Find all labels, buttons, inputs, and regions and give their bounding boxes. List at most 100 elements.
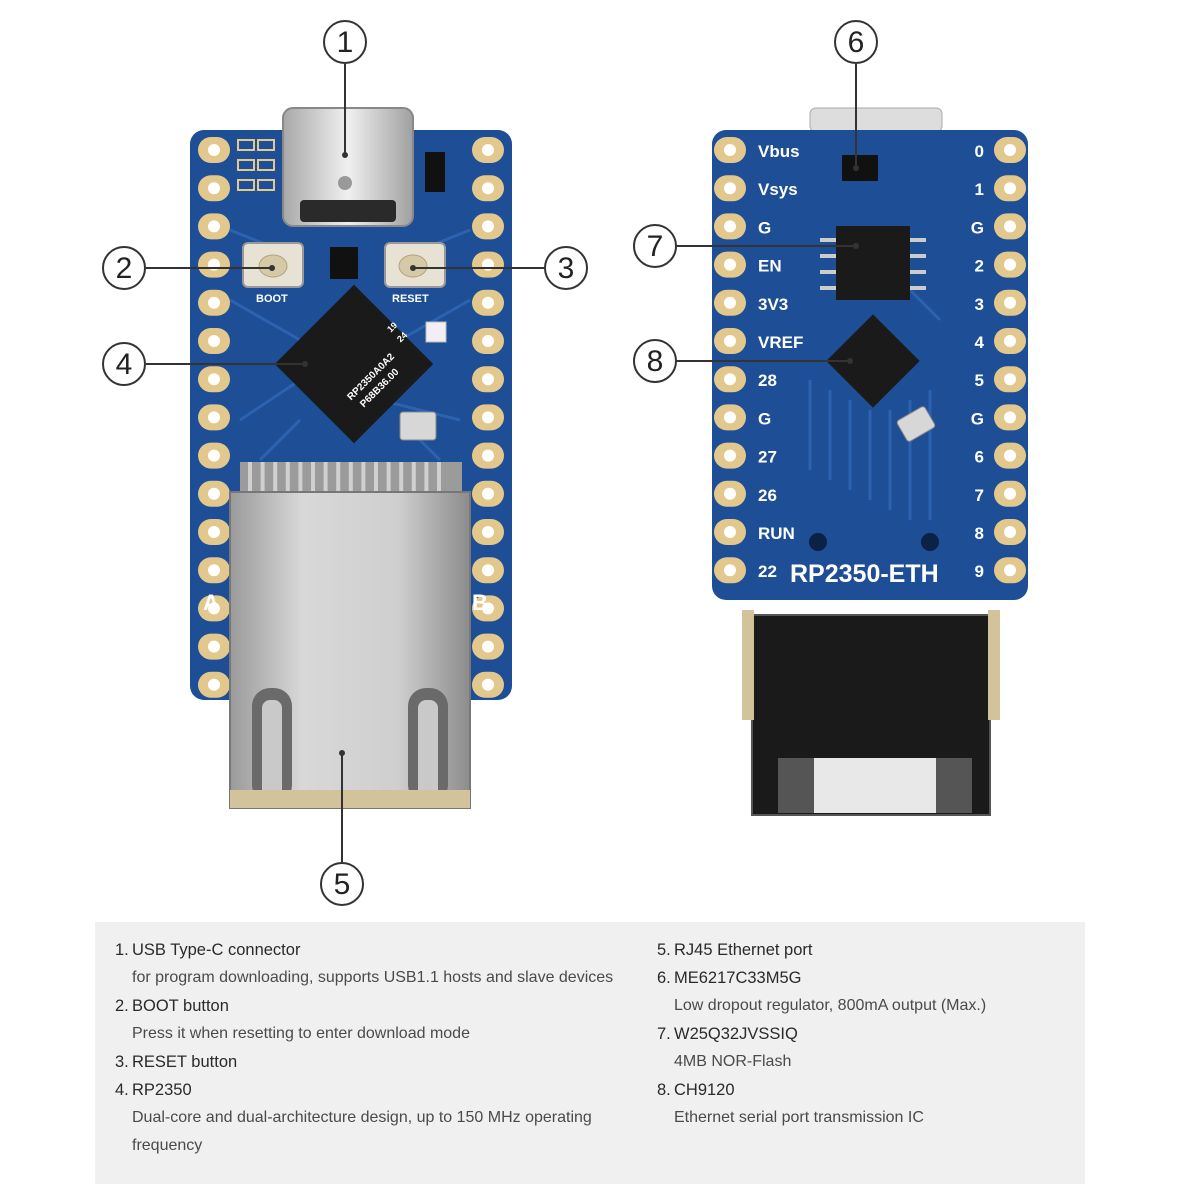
back-usb-shadow bbox=[809, 107, 943, 133]
pad-hole bbox=[208, 640, 220, 653]
legend-title: RP2350 bbox=[132, 1081, 192, 1099]
callout-1: 1 bbox=[337, 26, 354, 59]
pad-hole bbox=[208, 296, 220, 309]
pad-hole bbox=[724, 182, 736, 195]
pin-label: G bbox=[758, 218, 771, 237]
pad-hole bbox=[724, 296, 736, 309]
pin-label: 3 bbox=[975, 295, 984, 314]
callout-2: 2 bbox=[116, 252, 133, 285]
legend-item-8: 8.CH9120 Ethernet serial port transmissi… bbox=[657, 1076, 1077, 1132]
usb-c-connector bbox=[282, 107, 414, 227]
pin-label: 3V3 bbox=[758, 295, 788, 314]
legend-num: 3. bbox=[115, 1053, 129, 1071]
legend-desc: for program downloading, supports USB1.1… bbox=[132, 969, 614, 986]
pad-hole bbox=[482, 678, 494, 691]
pad-hole bbox=[1004, 335, 1016, 347]
legend-num: 1. bbox=[115, 941, 129, 959]
callout-8: 8 bbox=[647, 345, 664, 378]
legend-num: 8. bbox=[657, 1081, 671, 1099]
legend-title: W25Q32JVSSIQ bbox=[674, 1025, 798, 1043]
pin-label: 6 bbox=[975, 448, 984, 467]
pad-hole bbox=[482, 373, 494, 386]
pad-hole bbox=[208, 335, 220, 347]
pad-hole bbox=[208, 602, 220, 615]
legend-title: RESET button bbox=[132, 1053, 238, 1071]
pad-hole bbox=[724, 335, 736, 347]
pad-hole bbox=[1004, 296, 1016, 309]
legend-item-1: 1.USB Type-C connector for program downl… bbox=[115, 936, 615, 992]
pad-hole bbox=[724, 487, 736, 500]
pin-label: Vbus bbox=[758, 142, 800, 161]
pad-hole bbox=[1004, 411, 1016, 424]
pin-label: 1 bbox=[975, 180, 984, 199]
pad-hole bbox=[724, 258, 736, 271]
pad-hole bbox=[1004, 526, 1016, 538]
legend-column-left: 1.USB Type-C connector for program downl… bbox=[115, 936, 615, 1160]
regulator-chip bbox=[842, 155, 878, 181]
rgb-led bbox=[425, 321, 447, 343]
front-diode bbox=[425, 152, 445, 192]
side-b-label: B bbox=[472, 590, 488, 615]
front-small-ic bbox=[330, 247, 358, 279]
callout-6: 6 bbox=[848, 26, 865, 59]
pad-hole bbox=[724, 449, 736, 462]
pad-hole bbox=[1004, 182, 1016, 195]
legend-title: BOOT button bbox=[132, 997, 229, 1015]
pad-hole bbox=[208, 182, 220, 195]
back-pads-left bbox=[714, 137, 746, 584]
pad-hole bbox=[482, 564, 494, 577]
pad-hole bbox=[1004, 373, 1016, 386]
pin-label: VREF bbox=[758, 333, 803, 352]
pad-hole bbox=[482, 220, 494, 233]
pad-hole bbox=[482, 449, 494, 462]
pad-hole bbox=[208, 564, 220, 577]
pad-hole bbox=[482, 144, 494, 156]
pad-hole bbox=[724, 564, 736, 577]
pin-label: 28 bbox=[758, 371, 777, 390]
pad-hole bbox=[208, 526, 220, 538]
legend-title: USB Type-C connector bbox=[132, 941, 301, 959]
pad-hole bbox=[724, 220, 736, 233]
pin-label: 8 bbox=[975, 524, 984, 543]
legend-title: RJ45 Ethernet port bbox=[674, 941, 813, 959]
pad-hole bbox=[208, 449, 220, 462]
legend-desc: Dual-core and dual-architecture design, … bbox=[132, 1109, 592, 1154]
pad-hole bbox=[482, 602, 494, 615]
crystal bbox=[399, 411, 437, 441]
pad-hole bbox=[208, 220, 220, 233]
legend-item-2: 2.BOOT button Press it when resetting to… bbox=[115, 992, 615, 1048]
pad-hole bbox=[724, 526, 736, 538]
callout-circles bbox=[102, 20, 878, 906]
rj45-front bbox=[229, 462, 471, 809]
pad-hole bbox=[1004, 258, 1016, 271]
rj45-back bbox=[742, 610, 1000, 816]
ch9120-chip bbox=[826, 314, 920, 408]
callout-dots bbox=[269, 152, 859, 756]
legend-item-5: 5.RJ45 Ethernet port bbox=[657, 936, 1077, 964]
pad-hole bbox=[482, 296, 494, 309]
pin-label: 26 bbox=[758, 486, 777, 505]
callout-3: 3 bbox=[558, 252, 575, 285]
pad-hole bbox=[1004, 220, 1016, 233]
board-name: RP2350-ETH bbox=[790, 560, 939, 588]
legend-num: 7. bbox=[657, 1025, 671, 1043]
pad-hole bbox=[482, 526, 494, 538]
boot-button bbox=[242, 242, 304, 288]
pin-label: 22 bbox=[758, 562, 777, 581]
legend-item-6: 6.ME6217C33M5G Low dropout regulator, 80… bbox=[657, 964, 1077, 1020]
back-traces bbox=[808, 278, 942, 520]
legend-item-7: 7.W25Q32JVSSIQ 4MB NOR-Flash bbox=[657, 1020, 1077, 1076]
pad-hole bbox=[208, 678, 220, 691]
pin-label: G bbox=[971, 218, 984, 237]
pin-label: 2 bbox=[975, 257, 984, 276]
legend-desc: Ethernet serial port transmission IC bbox=[674, 1109, 924, 1126]
callout-5: 5 bbox=[334, 868, 351, 901]
reset-label: RESET bbox=[392, 293, 429, 305]
pad-hole bbox=[208, 487, 220, 500]
pad-hole bbox=[208, 144, 220, 156]
pad-hole bbox=[1004, 487, 1016, 500]
pin-label: G bbox=[758, 409, 771, 428]
front-pads-right bbox=[472, 137, 504, 698]
